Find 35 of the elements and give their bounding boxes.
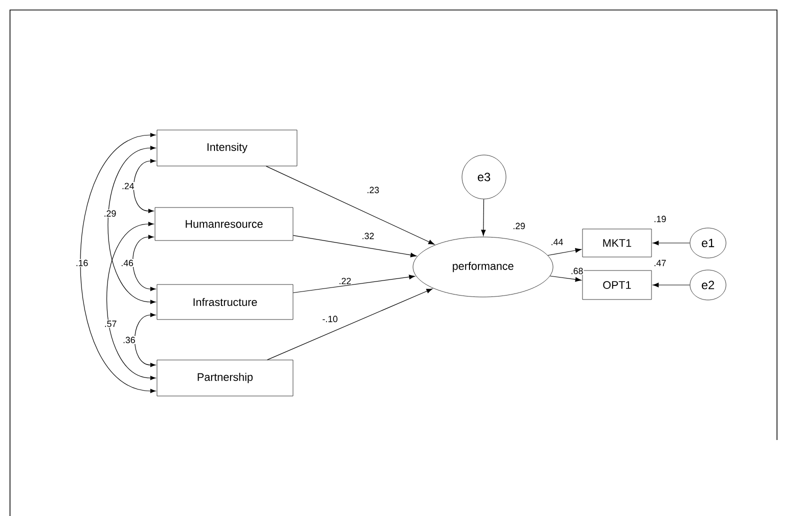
coefficient-label: .32 — [361, 232, 375, 240]
path-arrow — [292, 274, 416, 294]
variable-box: Infrastructure — [156, 284, 294, 320]
path-arrow — [292, 235, 417, 258]
covariance-arrow — [132, 234, 156, 292]
variable-box: Partnership — [156, 360, 294, 396]
variable-box: Humanresource — [154, 207, 294, 241]
path-arrow — [481, 198, 486, 236]
coefficient-label: .57 — [103, 320, 118, 328]
coefficient-label: -.10 — [322, 315, 338, 323]
covariance-arrow — [108, 146, 156, 304]
path-arrow — [652, 240, 690, 246]
coefficient-label: .29 — [102, 210, 118, 218]
path-arrow — [548, 248, 582, 256]
path-arrow — [550, 276, 582, 282]
variable-box: OPT1 — [582, 270, 652, 300]
variable-box: Intensity — [156, 130, 298, 166]
path-arrow — [652, 282, 690, 288]
covariance-arrow — [134, 312, 156, 368]
coefficient-label: .24 — [120, 182, 136, 190]
coefficient-label: .22 — [338, 277, 352, 285]
coefficient-label: .46 — [120, 259, 134, 267]
coefficient-label: .29 — [514, 222, 525, 230]
covariance-arrow — [106, 222, 156, 380]
coefficient-label: .68 — [570, 267, 584, 275]
coefficient-label: .47 — [654, 260, 666, 266]
covariance-arrow — [133, 158, 156, 214]
covariance-arrow — [80, 132, 156, 394]
coefficient-label: .36 — [122, 336, 136, 344]
path-arrow — [266, 166, 434, 245]
path-arrow — [267, 288, 432, 360]
variable-box: MKT1 — [582, 228, 652, 258]
coefficient-label: .23 — [366, 186, 380, 194]
coefficient-label: .16 — [74, 259, 89, 267]
coefficient-label: .19 — [654, 216, 666, 222]
